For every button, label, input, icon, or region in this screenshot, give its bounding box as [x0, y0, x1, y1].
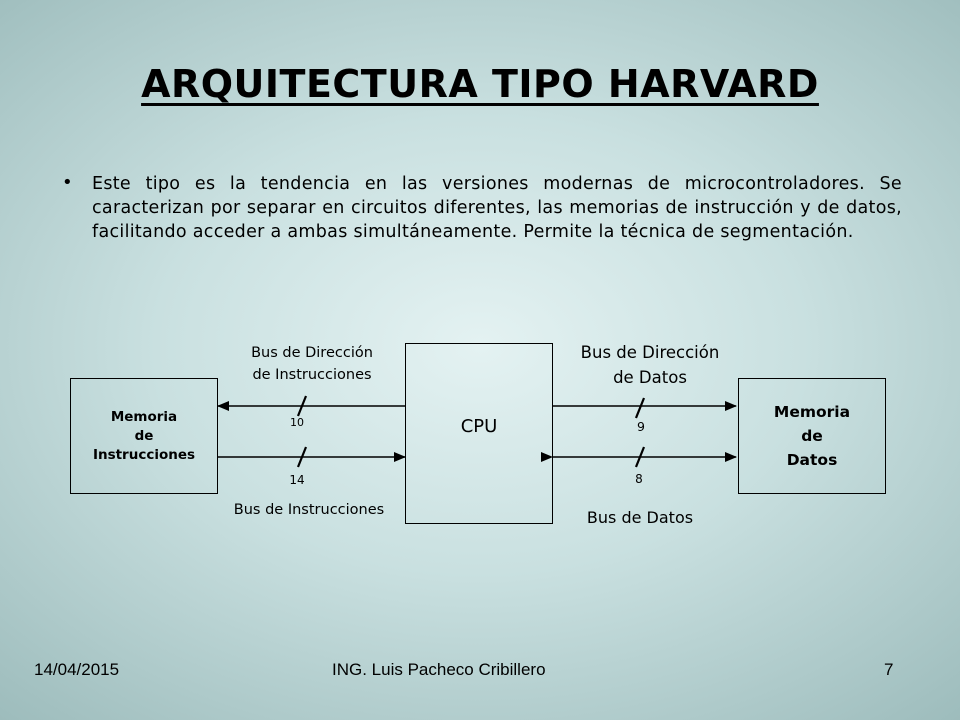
memoria-instrucciones-line2: de	[134, 427, 154, 444]
memoria-instrucciones-line3: Instrucciones	[92, 446, 196, 463]
bus-dir-instr-slash	[296, 395, 308, 417]
bus-datos-width: 8	[635, 472, 643, 486]
footer-author: ING. Luis Pacheco Cribillero	[332, 660, 546, 679]
bus-instr-width: 14	[289, 473, 305, 487]
memoria-datos-line1: Memoria	[773, 403, 851, 421]
bus-dir-datos-slash	[634, 397, 646, 419]
cpu-box: CPU	[405, 343, 553, 524]
memoria-datos-line3: Datos	[786, 451, 838, 469]
slide-title: ARQUITECTURA TIPO HARVARD	[0, 62, 960, 106]
bus-dir-instr-line2: de Instrucciones	[252, 367, 372, 383]
footer-date: 14/04/2015	[34, 660, 120, 679]
memoria-instrucciones-line1: Memoria	[110, 408, 178, 425]
bus-dir-datos-line1: Bus de Dirección	[580, 343, 720, 362]
bus-dir-datos-width: 9	[637, 419, 645, 434]
memoria-instrucciones-box: Memoria de Instrucciones	[70, 378, 218, 494]
bullet-dot-icon: •	[62, 172, 73, 193]
bus-instr-slash	[296, 446, 308, 468]
bus-dir-datos-line2: de Datos	[613, 368, 687, 387]
bus-dir-instr-label: Bus de Dirección de Instrucciones	[222, 342, 402, 386]
bus-dir-datos-label: Bus de Dirección de Datos	[555, 340, 745, 390]
bus-dir-instr-line1: Bus de Dirección	[251, 345, 373, 361]
bus-instr-label: Bus de Instrucciones	[233, 502, 385, 518]
bus-datos-slash	[634, 446, 646, 468]
memoria-datos-box: Memoria de Datos	[738, 378, 886, 494]
bus-dir-instr-width: 10	[290, 416, 304, 429]
footer-page-number: 7	[884, 660, 894, 679]
bullet-item: • Este tipo es la tendencia en las versi…	[62, 172, 902, 244]
memoria-datos-line2: de	[801, 427, 823, 445]
cpu-label: CPU	[460, 416, 498, 437]
bus-datos-label: Bus de Datos	[586, 508, 694, 527]
slide-title-text: ARQUITECTURA TIPO HARVARD	[141, 62, 819, 106]
bullet-text: Este tipo es la tendencia en las version…	[92, 174, 902, 242]
